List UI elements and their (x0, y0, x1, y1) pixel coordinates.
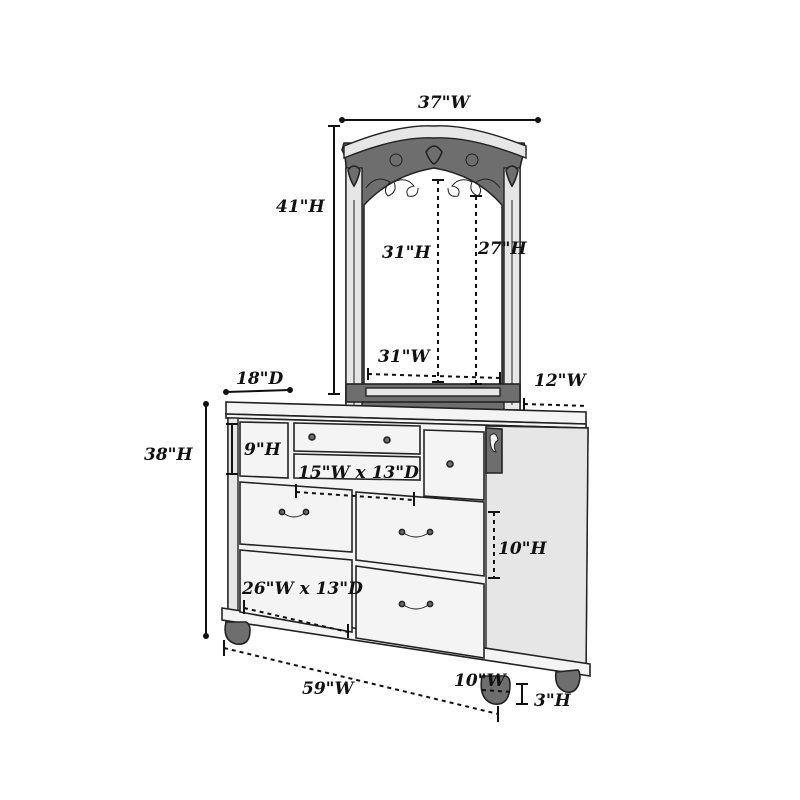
mirror-glass (363, 167, 503, 391)
drawer-top-center-upper (293, 422, 421, 455)
label-dresser-height: 38"H (144, 445, 194, 465)
label-glass-height-inner: 27"H (477, 239, 528, 259)
drawer-top-center-lower (293, 453, 421, 481)
label-dresser-depth: 18"D (236, 369, 284, 389)
foot-right-front (480, 675, 511, 705)
drawer-middle-right (355, 491, 485, 577)
dimension-lines (203, 117, 587, 722)
mirror (341, 125, 527, 411)
label-mirror-width: 37"W (418, 93, 472, 113)
label-small-drawer-height: 9"H (244, 440, 282, 460)
label-dresser-width: 59"W (302, 679, 356, 699)
drawer-top-left (239, 421, 289, 479)
label-foot-width: 10"W (454, 671, 508, 691)
label-large-drawer-size: 26"W x 13"D (241, 579, 363, 599)
label-top-drawer-size: 15"W x 13"D (298, 463, 419, 483)
label-glass-height-outer: 31"H (382, 243, 432, 263)
foot-left (224, 621, 251, 646)
drawer-bottom-right (355, 565, 485, 659)
label-foot-height: 3"H (534, 691, 572, 711)
foot-right-back (554, 669, 581, 694)
label-mirror-depth: 12"W (534, 371, 588, 391)
dimension-labels: 37"W 41"H 31"H 27"H 31"W 12"W 18"D 38"H … (144, 93, 588, 711)
drawer-bottom-left (239, 549, 353, 633)
drawer-top-right (423, 429, 485, 501)
label-drawer-height: 10"H (498, 539, 548, 559)
label-glass-width: 31"W (378, 347, 432, 367)
dresser (221, 401, 591, 705)
label-mirror-height: 41"H (276, 197, 326, 217)
